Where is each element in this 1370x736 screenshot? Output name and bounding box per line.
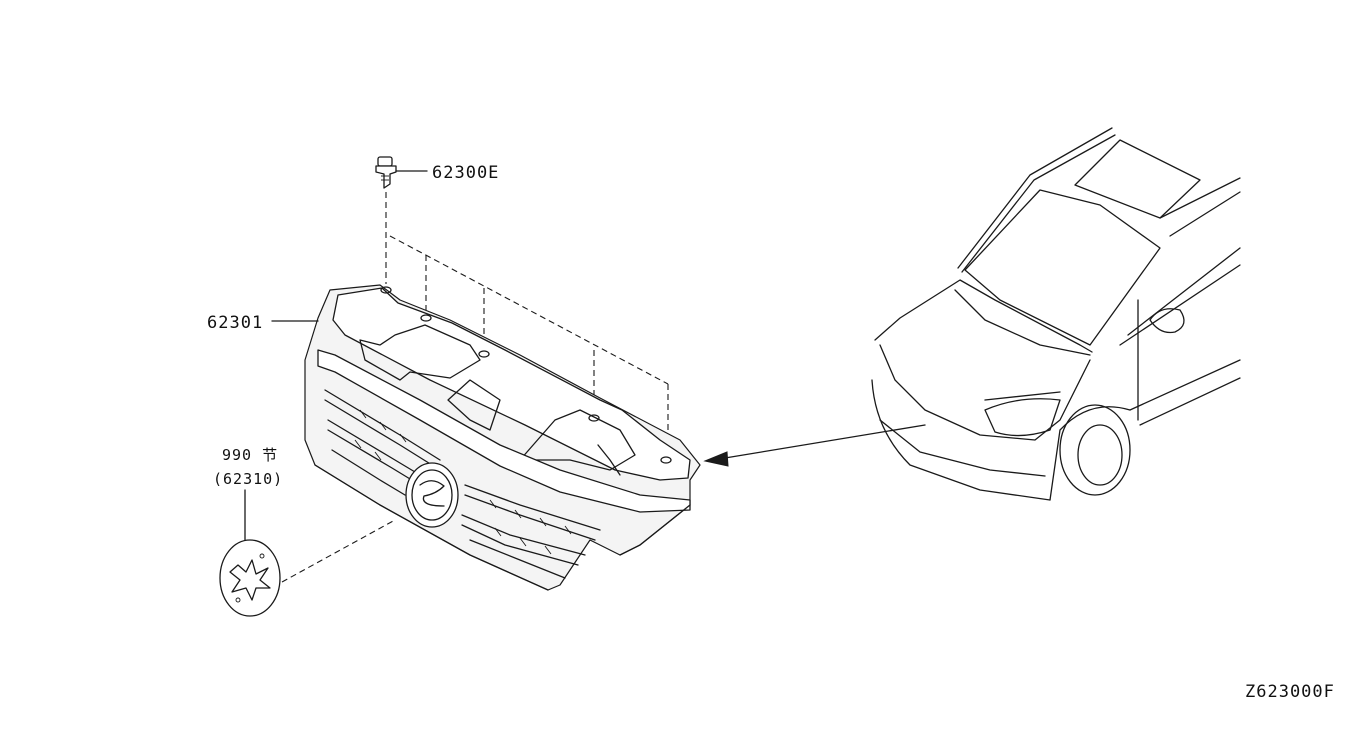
label-emblem-62310: (62310) [213,470,283,488]
label-grille-62301: 62301 [207,313,263,333]
vehicle-outline-drawing [703,127,1241,501]
grille-62301-drawing [271,284,701,591]
clip-62300e-drawing [375,156,428,284]
figure-code: Z623000F [1245,682,1335,702]
label-emblem-section: 990 节 [222,446,278,464]
emblem-62310-drawing [219,489,396,617]
label-clip-62300e: 62300E [432,163,499,183]
